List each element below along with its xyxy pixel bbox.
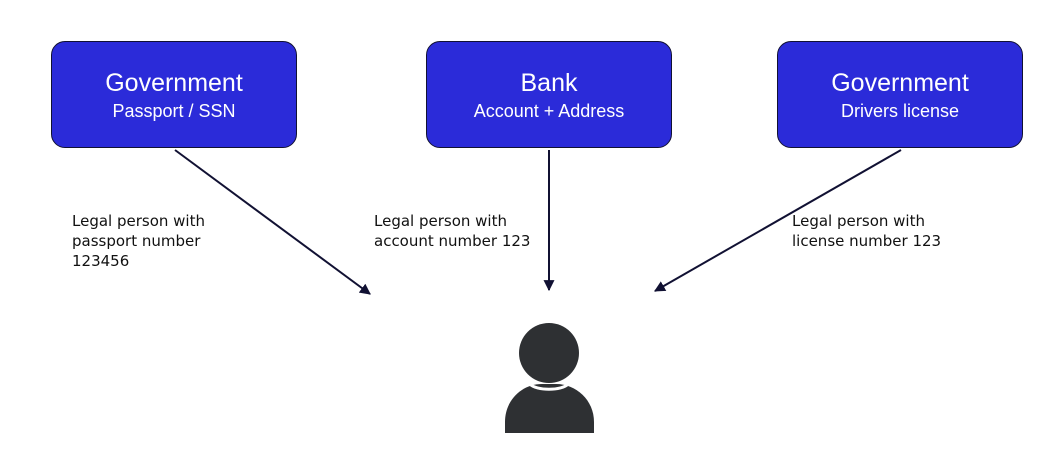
source-subtitle: Account + Address — [473, 101, 625, 121]
source-title: Government — [105, 69, 243, 97]
edge-label-license: Legal person with license number 123 — [792, 212, 942, 250]
arrow-passport-to-person — [174, 149, 371, 295]
source-subtitle: Drivers license — [840, 101, 960, 121]
source-title: Government — [831, 69, 969, 97]
arrow-license-to-person — [654, 149, 902, 292]
source-box-bank: Bank Account + Address — [426, 41, 672, 148]
edge-label-account: Legal person with account number 123 — [374, 212, 531, 250]
source-subtitle: Passport / SSN — [112, 101, 236, 121]
source-box-government-passport: Government Passport / SSN — [51, 41, 297, 148]
person-icon — [505, 323, 594, 433]
edge-label-passport: Legal person with passport number 123456 — [72, 212, 205, 270]
source-title: Bank — [520, 69, 578, 97]
source-box-government-license: Government Drivers license — [777, 41, 1023, 148]
